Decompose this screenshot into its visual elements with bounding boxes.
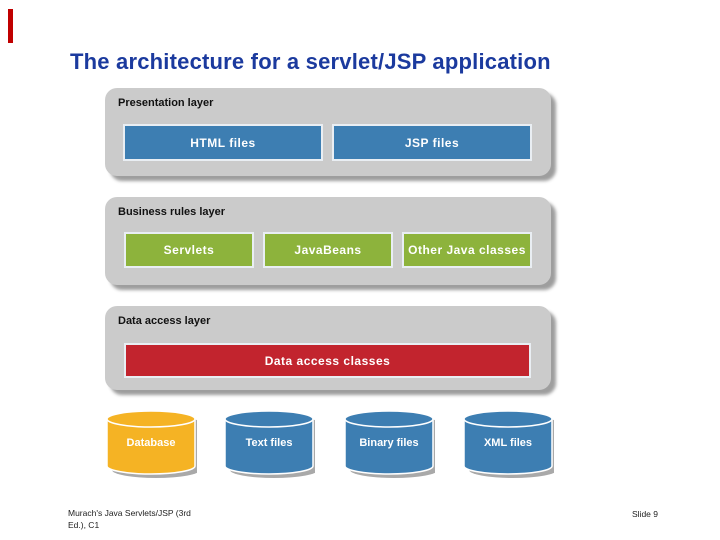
component-box-servlets: Servlets bbox=[124, 232, 254, 268]
layer-label: Business rules layer bbox=[118, 206, 226, 218]
datastore-label: Binary files bbox=[359, 437, 419, 449]
footer-citation: Murach's Java Servlets/JSP (3rd Ed.), C1 bbox=[68, 508, 191, 532]
layer-label: Data access layer bbox=[118, 315, 211, 327]
component-box-jsp-files: JSP files bbox=[332, 124, 532, 161]
component-box-label: Data access classes bbox=[264, 353, 391, 368]
binary-files-cylinder-icon bbox=[344, 410, 438, 478]
layer-label: Presentation layer bbox=[118, 97, 214, 109]
slide-number: Slide 9 bbox=[632, 509, 658, 519]
red-edge-marker bbox=[8, 9, 13, 43]
datastore-xml-files: XML files bbox=[462, 409, 557, 481]
layer-presentation: Presentation layer HTML files JSP files bbox=[105, 88, 551, 176]
xml-files-cylinder-icon bbox=[463, 410, 557, 478]
datastore-label: Database bbox=[126, 437, 176, 449]
component-box-javabeans: JavaBeans bbox=[263, 232, 393, 268]
text-files-cylinder-icon bbox=[224, 410, 318, 478]
datastore-database: Database bbox=[105, 409, 200, 481]
component-box-label: Servlets bbox=[163, 243, 215, 257]
component-box-label: JavaBeans bbox=[294, 243, 362, 257]
footer-citation-line2: Ed.), C1 bbox=[68, 519, 100, 530]
footer-citation-line1: Murach's Java Servlets/JSP (3rd bbox=[68, 508, 191, 518]
component-box-label: Other Java classes bbox=[408, 243, 526, 257]
layer-data-access: Data access layer Data access classes bbox=[105, 306, 551, 390]
layer-business-rules: Business rules layer Servlets JavaBeans … bbox=[105, 197, 551, 285]
component-box-label: HTML files bbox=[190, 135, 256, 150]
component-box-html-files: HTML files bbox=[123, 124, 323, 161]
component-box-label: JSP files bbox=[404, 135, 460, 150]
component-box-other-java-classes: Other Java classes bbox=[402, 232, 532, 268]
datastore-label: XML files bbox=[483, 437, 533, 449]
datastore-label: Text files bbox=[245, 437, 293, 449]
database-cylinder-icon bbox=[106, 410, 200, 478]
component-box-data-access-classes: Data access classes bbox=[124, 343, 531, 378]
slide-title: The architecture for a servlet/JSP appli… bbox=[70, 49, 551, 74]
datastore-binary-files: Binary files bbox=[343, 409, 438, 481]
datastore-text-files: Text files bbox=[223, 409, 318, 481]
